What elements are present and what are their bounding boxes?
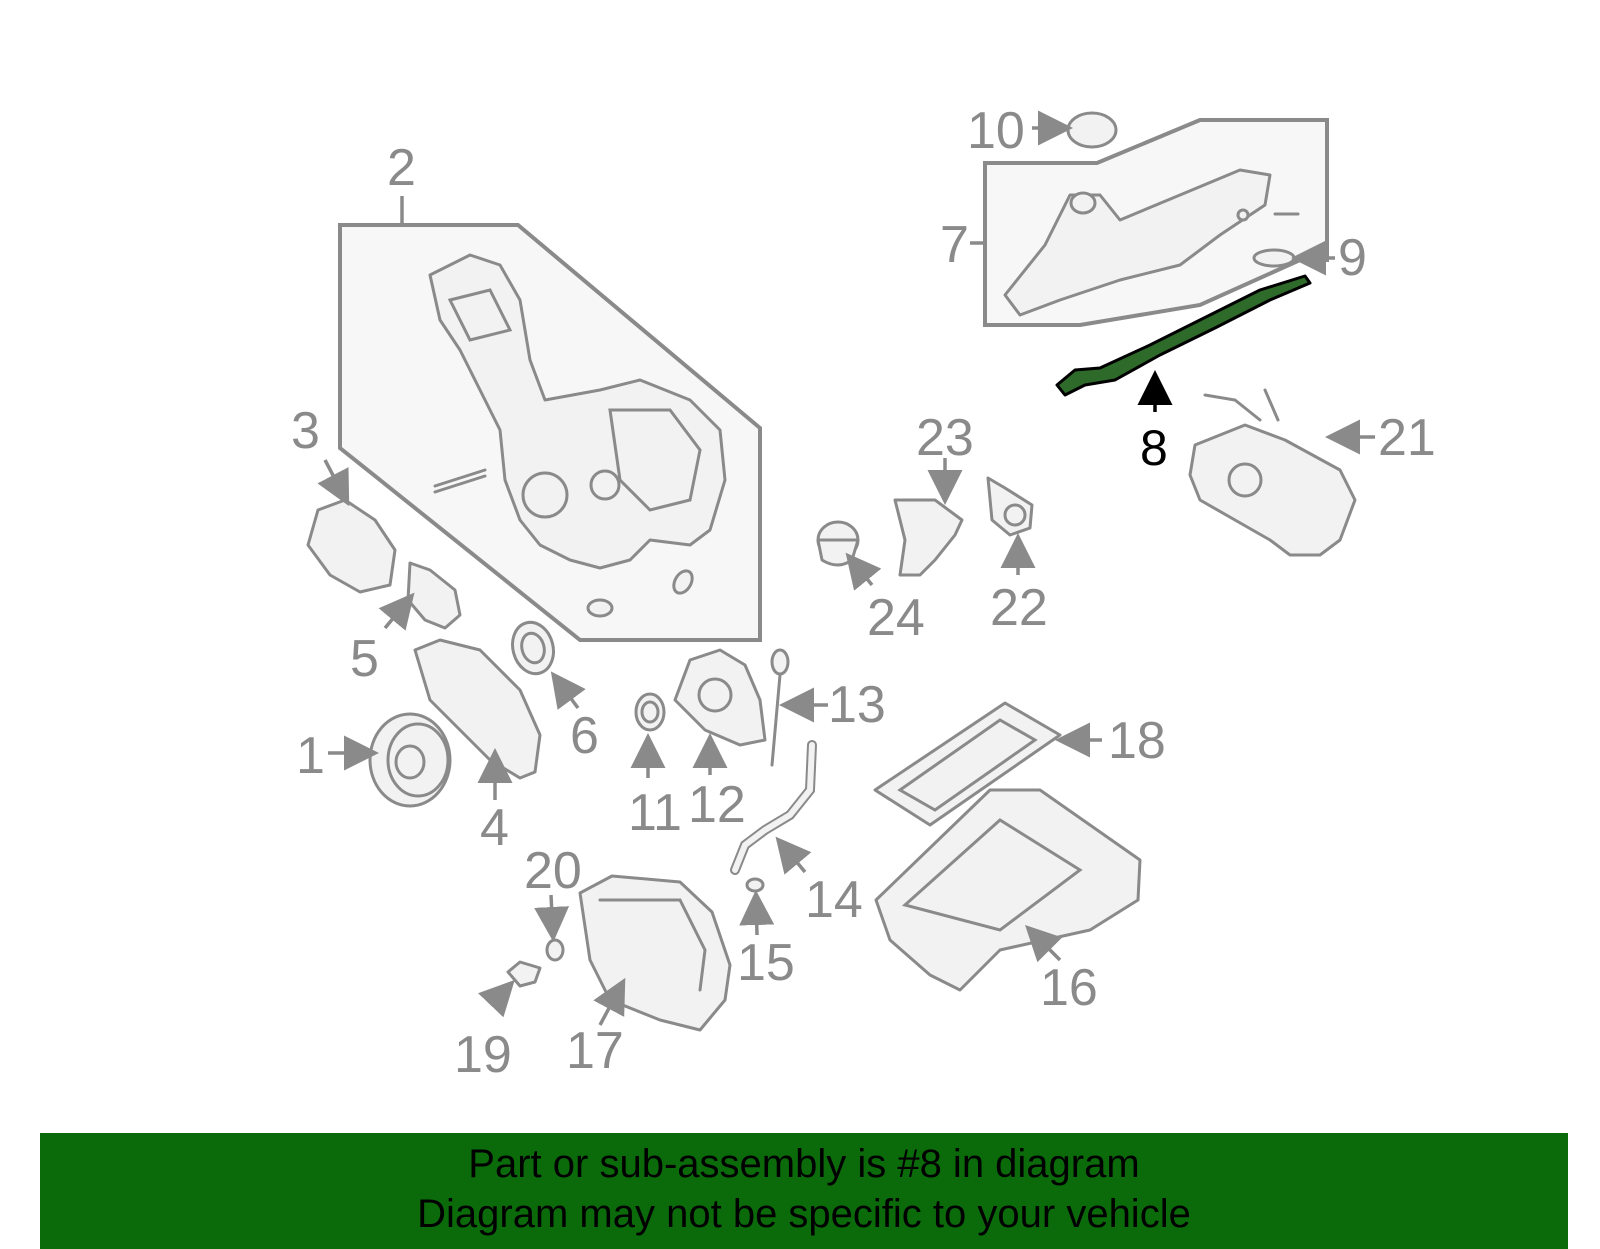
callout-23: 23: [916, 409, 974, 467]
part-3-cover: [306, 459, 397, 594]
part-4-cover: [413, 638, 542, 800]
callout-19: 19: [454, 1026, 512, 1084]
callout-10: 10: [967, 102, 1025, 160]
callout-21: 21: [1378, 409, 1436, 467]
part-11-seal: [630, 692, 666, 778]
part-19-plug: [478, 960, 542, 1018]
part-6-seal: [511, 620, 586, 710]
part-18-gasket: [873, 701, 1102, 827]
part-1-pulley: [328, 712, 452, 808]
banner-line-2: Diagram may not be specific to your vehi…: [417, 1192, 1191, 1236]
callout-12: 12: [688, 776, 746, 834]
callout-8[interactable]: 8: [1140, 420, 1168, 476]
part-8-gasket-highlighted[interactable]: [1055, 274, 1312, 412]
part-12-retainer: [673, 648, 767, 775]
part-9-seal: [1252, 240, 1335, 276]
part-13-dipstick: [770, 648, 828, 767]
callout-14: 14: [805, 871, 863, 929]
callout-1: 1: [296, 727, 325, 785]
part-21-oil-pump: [1188, 388, 1375, 557]
part-23-bracket: [893, 458, 964, 577]
callout-11: 11: [628, 784, 682, 842]
callout-2: 2: [387, 139, 416, 197]
part-16-upper-pan: [874, 788, 1142, 992]
callout-9: 9: [1338, 229, 1367, 287]
part-5-gasket: [378, 561, 462, 631]
callout-17: 17: [566, 1022, 624, 1080]
part-24-filter: [816, 520, 882, 591]
callout-18: 18: [1108, 712, 1166, 770]
timing-cover-group: [338, 196, 762, 642]
part-20-washer: [534, 894, 570, 962]
banner-line-1: Part or sub-assembly is #8 in diagram: [468, 1142, 1140, 1186]
callout-22: 22: [990, 579, 1048, 637]
callout-15: 15: [737, 934, 795, 992]
callout-20: 20: [524, 842, 582, 900]
callout-6: 6: [570, 707, 599, 765]
callout-16: 16: [1040, 959, 1098, 1017]
part-10-cap: [1032, 110, 1118, 149]
callout-labels: 1 2 3 4 5 6 7 8 9 10 11 12 13 14 15 16 1…: [291, 102, 1436, 1084]
callout-4: 4: [480, 799, 509, 857]
part-22-sensor: [986, 476, 1036, 575]
part-14-tube: [730, 740, 817, 875]
callout-5: 5: [350, 630, 379, 688]
callout-13: 13: [828, 676, 886, 734]
valve-cover-group: [970, 118, 1329, 327]
callout-24: 24: [867, 589, 925, 647]
callout-7: 7: [940, 216, 969, 274]
part-15-oring: [739, 877, 775, 936]
callout-3: 3: [291, 402, 320, 460]
info-banner: Part or sub-assembly is #8 in diagram Di…: [40, 1133, 1568, 1249]
part-17-oil-pan: [578, 874, 732, 1032]
